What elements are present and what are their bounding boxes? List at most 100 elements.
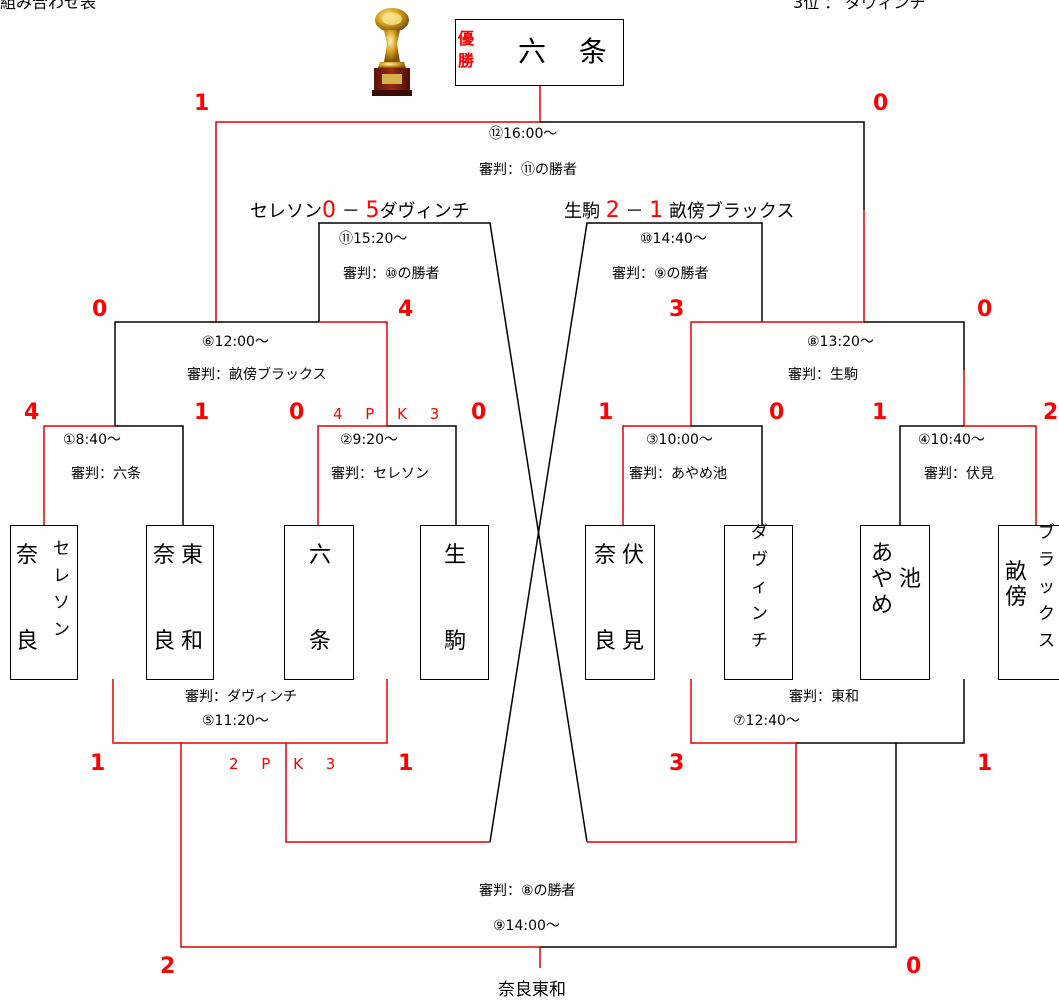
team-box-davinci: ダ ヴ ィ ン チ (724, 523, 793, 680)
bracket-line (115, 425, 184, 525)
team-name-char: 池 (899, 567, 922, 592)
team-box-seleson: 奈 良 セ レ ソ ン (10, 525, 78, 680)
bracket-line (180, 743, 540, 948)
match-time-11: ⑪15:20～ (339, 231, 408, 247)
team-name-char: 伏 (622, 543, 645, 568)
match-result-10: 生駒 2 － 1 畝傍ブラックス (564, 200, 794, 223)
third-place-label: 3位 ： ダヴィンチ (793, 0, 926, 12)
match-referee-2: 審判：セレソン (331, 466, 429, 482)
score-m9-right: 0 (906, 954, 922, 979)
match-time-5: ⑤11:20～ (202, 713, 269, 729)
match-time-7: ⑦12:40～ (733, 713, 800, 729)
team-name-char: ヴ (751, 550, 768, 570)
score-m2-left: 0 (289, 400, 305, 425)
team-name-char: 奈 (16, 543, 39, 568)
team-name-char: 良 (153, 629, 176, 654)
score-m6-left: 0 (92, 297, 108, 322)
pk-m2: 4 P K 3 (333, 405, 449, 423)
match-referee-3: 審判：あやめ池 (629, 466, 727, 482)
team-name-char: ブ (1038, 523, 1055, 543)
team-name-char: ソ (53, 593, 70, 613)
team-box-ikoma: 生 駒 (420, 525, 489, 680)
score-m8-left: 3 (669, 297, 685, 322)
score-m8-right: 0 (977, 297, 993, 322)
score-m12-left: 1 (194, 91, 210, 116)
bracket-line (286, 679, 388, 744)
team-name-char: 奈 (153, 543, 176, 568)
team-name-char: ラ (1038, 550, 1055, 570)
bracket-line (899, 425, 964, 525)
result-left-team: 生駒 (564, 201, 600, 222)
team-name-char: 奈 (594, 543, 617, 568)
result-right-score: 5 (365, 198, 380, 223)
score-m12-right: 0 (873, 91, 889, 116)
match-time-12: ⑫16:00～ (489, 126, 558, 142)
match-referee-10: 審判：⑨の勝者 (612, 266, 709, 282)
bracket-line (690, 321, 864, 426)
score-m5-left: 1 (90, 751, 106, 776)
team-name-char: ス (1038, 631, 1055, 651)
bracket-line (215, 86, 541, 322)
match-referee-12: 審判：⑪の勝者 (479, 162, 577, 178)
team-name-char: 六 (309, 543, 332, 568)
bracket-line (387, 425, 457, 525)
team-box-rokujo: 六 条 (284, 525, 354, 680)
team-name-char: や (871, 567, 894, 592)
team-name-char: ィ (751, 577, 768, 597)
champion-label: 優勝 (458, 29, 475, 70)
score-m9-left: 2 (160, 954, 176, 979)
bracket-line (319, 321, 388, 426)
bracket-line (864, 321, 965, 370)
score-m7-left: 3 (669, 751, 685, 776)
result-right-team: 畝傍ブラックス (668, 201, 795, 222)
score-m1-left: 4 (24, 400, 40, 425)
team-box-ayameike: あ や め 池 (860, 525, 930, 680)
team-name-char: ン (53, 620, 70, 640)
score-m5-right: 1 (398, 751, 414, 776)
bracket-line (796, 679, 965, 744)
team-name-char: 良 (16, 629, 39, 654)
team-name-char: チ (751, 631, 768, 651)
score-m4-right: 2 (1043, 400, 1059, 425)
team-name-char: 和 (181, 629, 204, 654)
bracket-line (540, 743, 897, 948)
result-separator: － (341, 201, 360, 222)
match-referee-1: 審判：六条 (71, 466, 141, 482)
bracket-line (690, 679, 796, 744)
champion-team: 六 条 (518, 35, 619, 68)
result-left-score: 0 (322, 198, 336, 223)
match-referee-7: 審判：東和 (789, 689, 859, 705)
team-name-char: ン (751, 604, 768, 624)
result-right-score: 1 (649, 198, 664, 223)
match-9-winner: 奈良東和 (498, 980, 566, 1000)
team-name-char: 畝 (1005, 560, 1028, 585)
match-time-3: ③10:00～ (646, 432, 713, 448)
result-left-score: 2 (605, 198, 620, 223)
trophy-icon (372, 8, 412, 96)
score-m7-right: 1 (977, 751, 993, 776)
match-referee-8: 審判：生駒 (788, 367, 858, 383)
bracket-line (964, 425, 1037, 525)
team-name-char: 条 (309, 629, 332, 654)
team-box-towa: 奈 東 良 和 (146, 525, 214, 680)
match-time-9: ⑨14:00～ (493, 918, 560, 934)
team-name-char: め (871, 593, 894, 618)
result-separator: － (625, 201, 644, 222)
score-m3-left: 1 (598, 400, 614, 425)
score-m3-right: 0 (769, 400, 785, 425)
team-name-char: ダ (751, 523, 768, 543)
team-box-unebi: 畝 傍 ブ ラ ッ ク ス (998, 523, 1059, 680)
result-right-team: ダヴィンチ (379, 201, 470, 222)
team-name-char: 東 (181, 543, 204, 568)
score-m6-right: 4 (398, 297, 414, 322)
match-referee-4: 審判：伏見 (924, 466, 994, 482)
bracket-line (285, 743, 490, 843)
bracket-line (317, 425, 387, 525)
team-name-char: 傍 (1005, 585, 1028, 610)
bracket-line (114, 321, 319, 426)
match-referee-9: 審判：⑧の勝者 (479, 883, 576, 899)
match-referee-6: 審判：畝傍ブラックス (187, 367, 327, 383)
team-name-char: セ (53, 539, 70, 559)
result-left-team: セレソン (250, 201, 322, 222)
